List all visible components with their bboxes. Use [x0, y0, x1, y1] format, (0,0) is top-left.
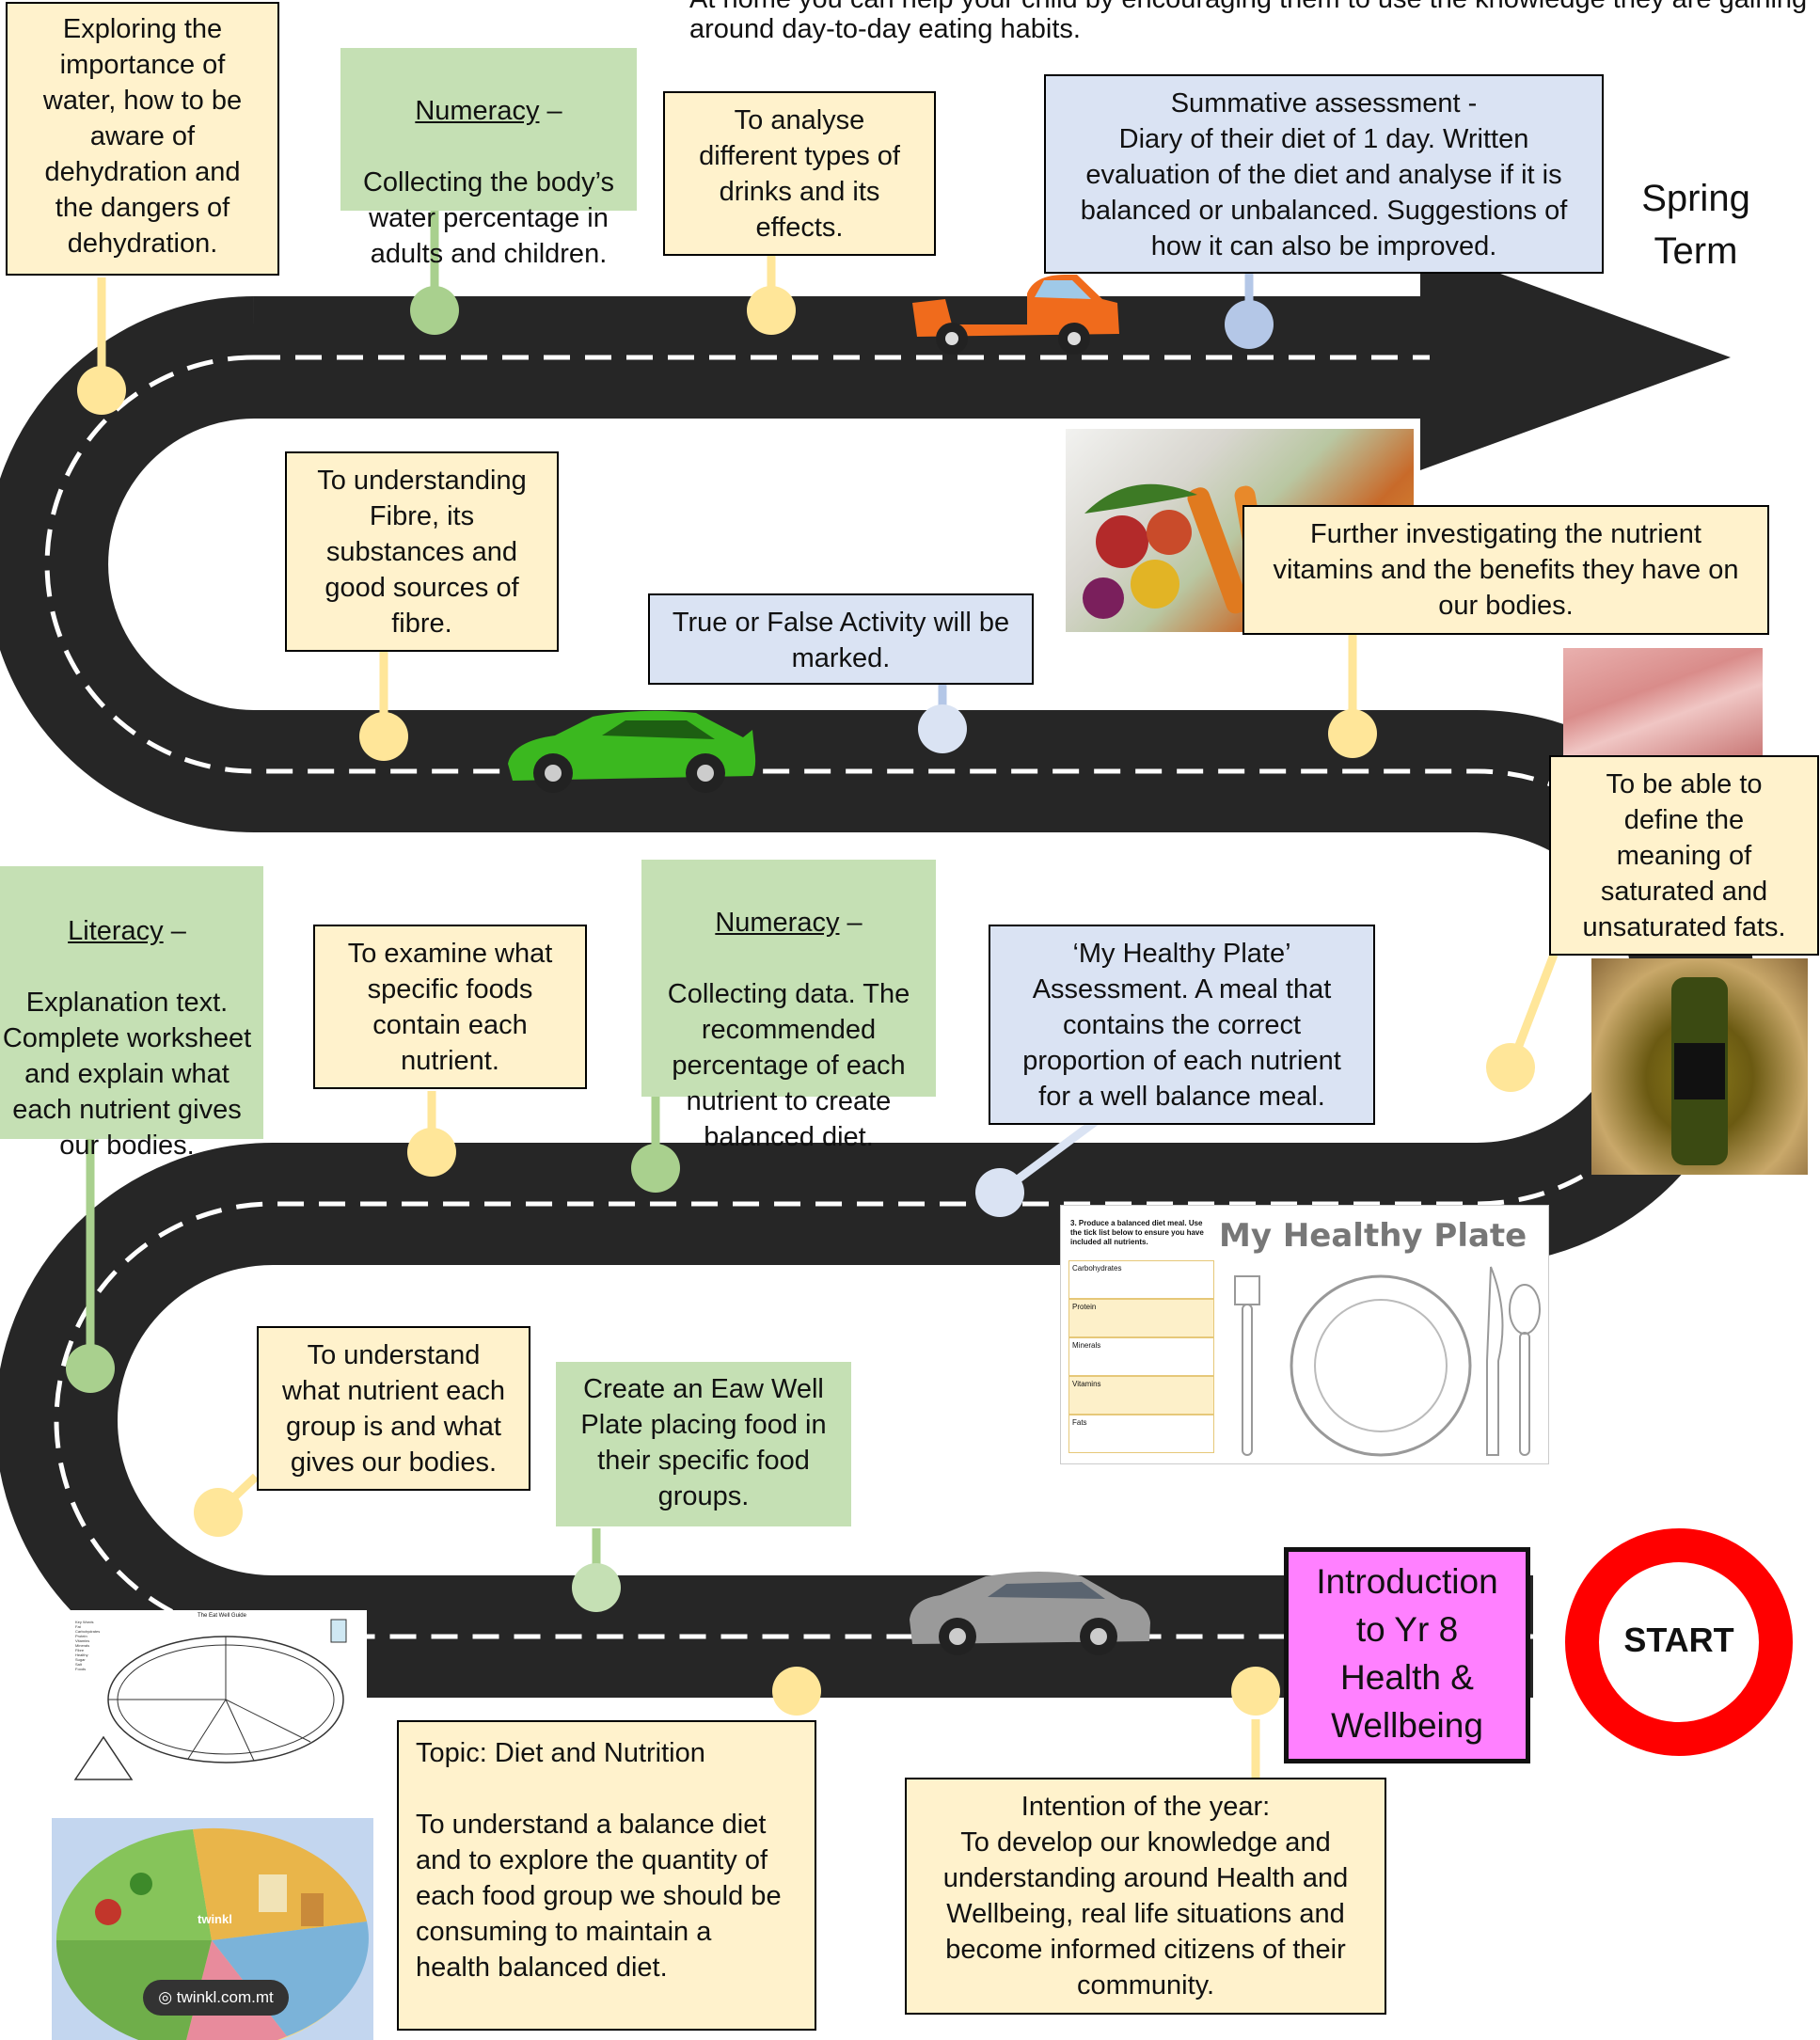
milestone-intention [1231, 1667, 1280, 1716]
box-topic: Topic: Diet and Nutrition To understand … [397, 1720, 816, 2031]
box-nutrient-group: To understand what nutrient each group i… [257, 1326, 530, 1491]
worksheet-row: Protein [1068, 1299, 1214, 1337]
plate-icon [1234, 1266, 1541, 1457]
milestone-eatwell [572, 1563, 621, 1612]
start-sign [1565, 1528, 1793, 1756]
box-eatwell: Create an Eaw Well Plate placing food in… [556, 1362, 851, 1526]
start-label: START [1623, 1621, 1734, 1659]
green-car-icon [508, 710, 756, 793]
spring-term-label: Spring Term [1641, 178, 1750, 272]
numeracy-water-title: Numeracy [415, 96, 540, 126]
bottle-icon [1671, 977, 1728, 1165]
milestone-water [77, 366, 126, 415]
box-intention: Intention of the year: To develop our kn… [905, 1778, 1386, 2015]
milestone-fibre [359, 712, 408, 761]
worksheet-row: Vitamins [1068, 1376, 1214, 1415]
numeracy-data-title: Numeracy [715, 908, 840, 938]
twinkl-badge-label: twinkl.com.mt [176, 1988, 274, 2006]
box-summative: Summative assessment - Diary of their di… [1044, 74, 1604, 274]
eatwell-sheet-title: The Eat Well Guide [198, 1613, 246, 1619]
milestone-true-false [918, 704, 967, 753]
box-numeracy-water: Numeracy – Collecting the body’s water p… [340, 48, 637, 269]
box-literacy: Literacy – Explanation text. Complete wo… [0, 866, 263, 1161]
box-water: Exploring the importance of water, how t… [6, 2, 279, 276]
milestone-literacy [66, 1344, 115, 1393]
box-numeracy-data: Numeracy – Collecting data. The recommen… [641, 860, 936, 1152]
box-examine: To examine what specific foods contain e… [313, 925, 587, 1089]
milestone-fats [1486, 1043, 1535, 1092]
milestone-drinks [747, 286, 796, 335]
meat-photo [1563, 648, 1763, 756]
milestone-vitamins [1328, 709, 1377, 758]
literacy-body: Explanation text. Complete worksheet and… [2, 988, 252, 1161]
eatwell-plate-image: twinkl ◎ twinkl.com.mt [52, 1818, 373, 2040]
oil-bottle-photo [1591, 958, 1808, 1175]
intro-sign: Introduction to Yr 8 Health & Wellbeing [1284, 1547, 1530, 1763]
road-arrowhead [1420, 245, 1731, 470]
box-healthy-plate-assessment: ‘My Healthy Plate’ Assessment. A meal th… [989, 925, 1375, 1125]
box-fats: To be able to define the meaning of satu… [1549, 755, 1819, 956]
globe-icon: ◎ [158, 1988, 177, 2006]
grey-car-icon [910, 1572, 1150, 1655]
milestone-summative [1225, 300, 1274, 349]
box-fibre: To understanding Fibre, its substances a… [285, 451, 559, 652]
box-true-false: True or False Activity will be marked. [648, 593, 1034, 685]
milestone-numeracy-water [410, 286, 459, 335]
eatwell-outline-icon [73, 1619, 347, 1780]
worksheet-row: Carbohydrates [1068, 1260, 1214, 1299]
road-center-line [44, 355, 1696, 1639]
twinkl-badge[interactable]: ◎ twinkl.com.mt [143, 1980, 289, 2016]
healthy-plate-worksheet: 3. Produce a balanced diet meal. Use the… [1060, 1205, 1549, 1464]
orange-truck-icon [912, 275, 1119, 355]
worksheet-row: Fats [1068, 1415, 1214, 1453]
numeracy-water-body: Collecting the body’s water percentage i… [362, 167, 615, 269]
milestone-topic [772, 1667, 821, 1716]
twinkl-brand: twinkl [198, 1912, 232, 1926]
intro-line-1: At home you can help your child by encou… [689, 0, 1807, 17]
intro-line-2: around day-to-day eating habits. [689, 14, 1081, 44]
milestone-examine [407, 1128, 456, 1177]
milestone-nutrient-group [194, 1488, 243, 1537]
worksheet-row: Minerals [1068, 1337, 1214, 1376]
box-drinks: To analyse different types of drinks and… [663, 91, 936, 256]
worksheet-title: My Healthy Plate [1219, 1217, 1527, 1255]
numeracy-data-body: Collecting data. The recommended percent… [667, 979, 910, 1152]
worksheet-instruction: 3. Produce a balanced diet meal. Use the… [1070, 1219, 1204, 1246]
box-vitamins: Further investigating the nutrient vitam… [1242, 505, 1769, 635]
worksheet-table: Carbohydrates Protein Minerals Vitamins … [1068, 1260, 1214, 1453]
milestone-healthy-plate [975, 1168, 1024, 1217]
milestone-dots [66, 286, 1535, 1716]
literacy-title: Literacy [68, 916, 164, 946]
milestone-numeracy-data [631, 1144, 680, 1193]
